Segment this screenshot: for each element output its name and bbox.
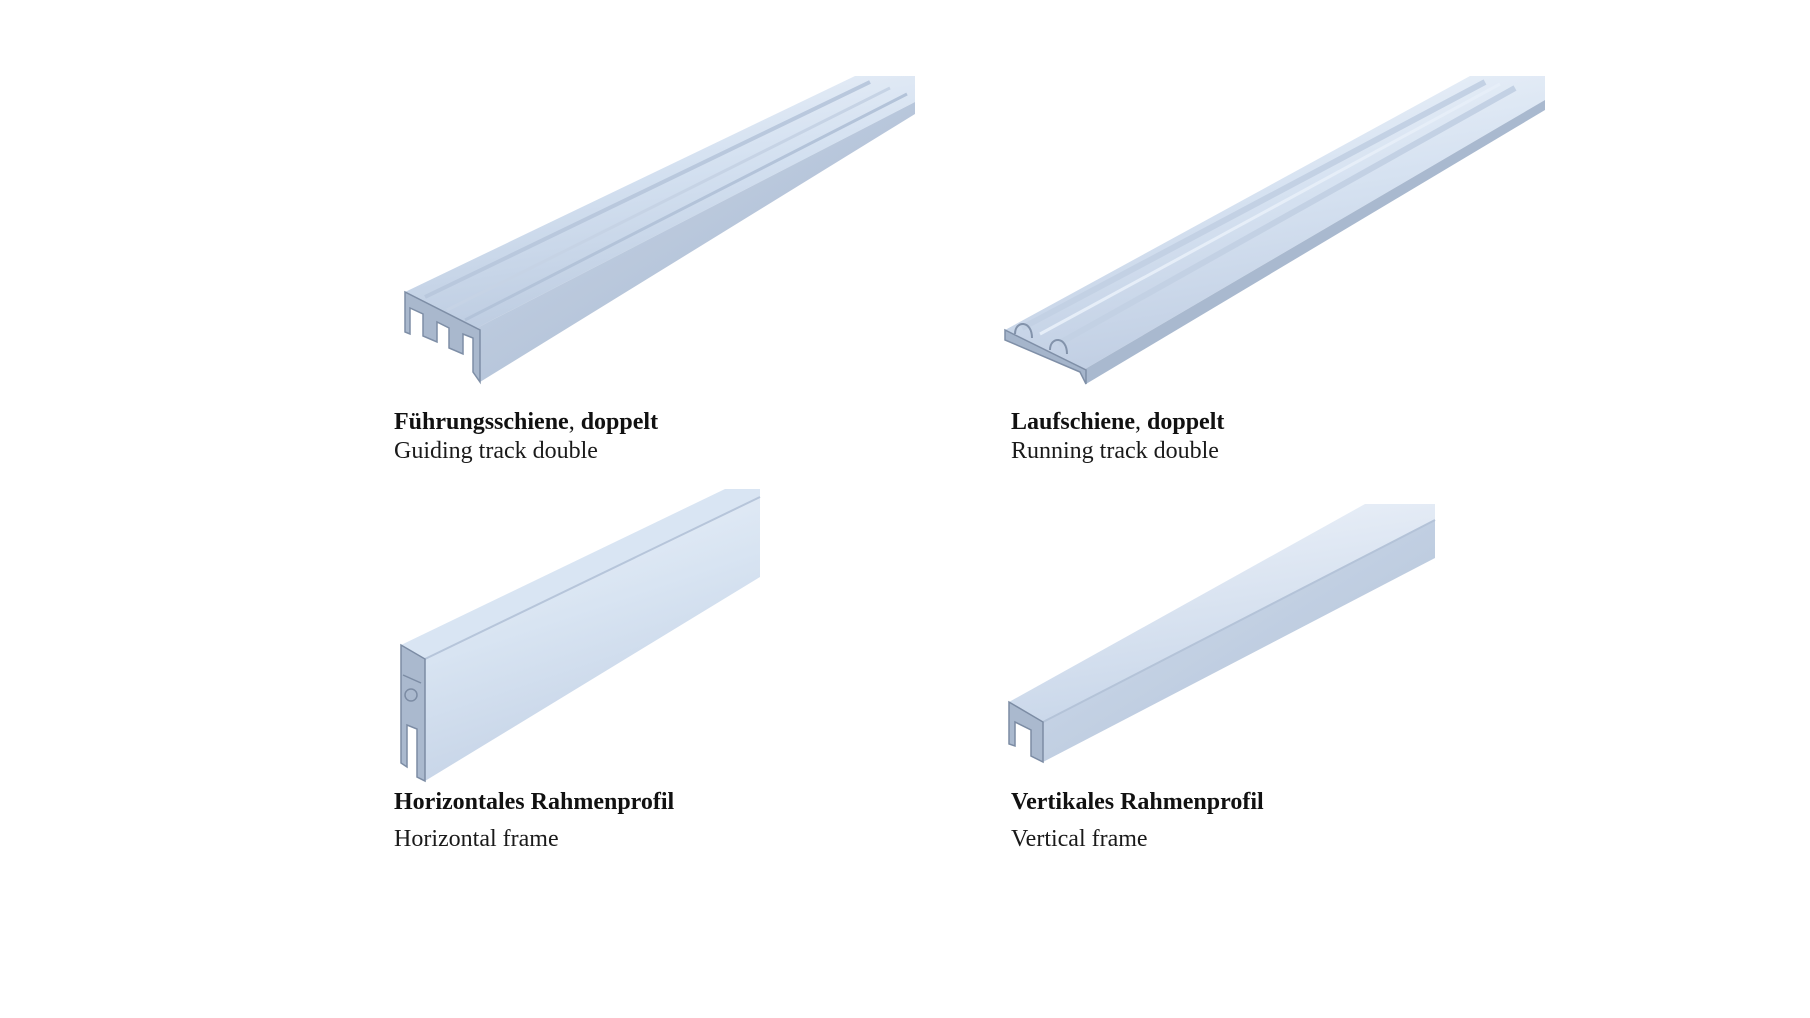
product-caption-horizontal-frame: Horizontales Rahmenprofil Horizontal fra… [394,788,674,854]
product-caption-vertical-frame: Vertikales Rahmenprofil Vertical frame [1011,788,1264,854]
product-title: Horizontales Rahmenprofil [394,789,675,815]
product-title: Laufschiene, doppelt [1011,409,1225,435]
product-subtitle: Horizontal frame [394,825,559,852]
guiding-track-double-image [404,76,915,385]
product-subtitle: Running track double [1011,437,1219,464]
horizontal-frame-image [400,489,761,783]
product-subtitle: Vertical frame [1011,825,1148,852]
product-title: Führungsschiene, doppelt [394,409,659,435]
product-caption-guiding-track: Führungsschiene, doppelt Guiding track d… [394,408,658,466]
product-title: Vertikales Rahmenprofil [1011,789,1264,815]
running-track-double-image [1004,76,1545,385]
product-subtitle: Guiding track double [394,437,598,464]
product-caption-running-track: Laufschiene, doppelt Running track doubl… [1011,408,1224,466]
vertical-frame-image [1008,504,1436,764]
